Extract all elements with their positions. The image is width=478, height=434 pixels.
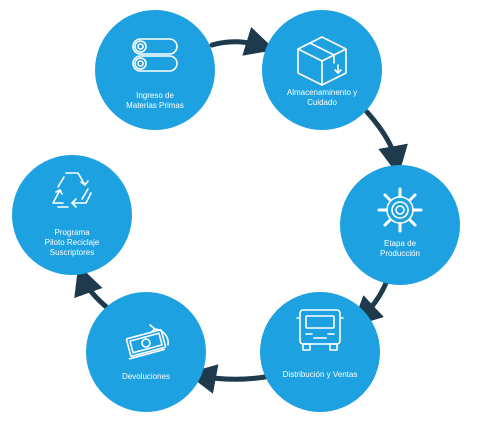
arrow-n3-n4 (351, 280, 389, 327)
node-label-line: Devoluciones (121, 372, 171, 381)
node-n4 (260, 292, 380, 412)
node-label-line: Almacenaminento y (286, 88, 358, 97)
arrow-n4-n5 (186, 364, 268, 394)
nodes (12, 10, 460, 412)
money-return-icon (125, 324, 169, 360)
node-label-n5: Devoluciones (96, 372, 196, 382)
node-n1 (95, 10, 215, 130)
arrow-n2-n3 (364, 109, 408, 176)
truck-icon (296, 309, 344, 351)
recycle-icon (52, 172, 92, 208)
arrow-n5-n6 (74, 264, 113, 313)
node-label-line: Programa (54, 228, 90, 237)
node-label-line: Materias Primas (126, 101, 184, 110)
gear-icon (377, 187, 423, 233)
paper-rolls-icon (132, 38, 178, 72)
node-label-line: Cuidado (307, 98, 337, 107)
node-label-line: Piloto Reciclaje (44, 238, 100, 247)
arrow-n1-n2 (209, 26, 276, 56)
node-label-line: Distribución y Ventas (282, 370, 358, 379)
node-label-n4: Distribución y Ventas (265, 370, 375, 380)
node-label-line: Etapa de (383, 239, 417, 248)
node-label-line: Ingreso de (136, 91, 174, 100)
node-label-line: Suscriptores (49, 248, 95, 257)
box-icon (297, 36, 347, 86)
node-n6 (12, 155, 132, 275)
node-label-line: Producción (379, 249, 421, 258)
